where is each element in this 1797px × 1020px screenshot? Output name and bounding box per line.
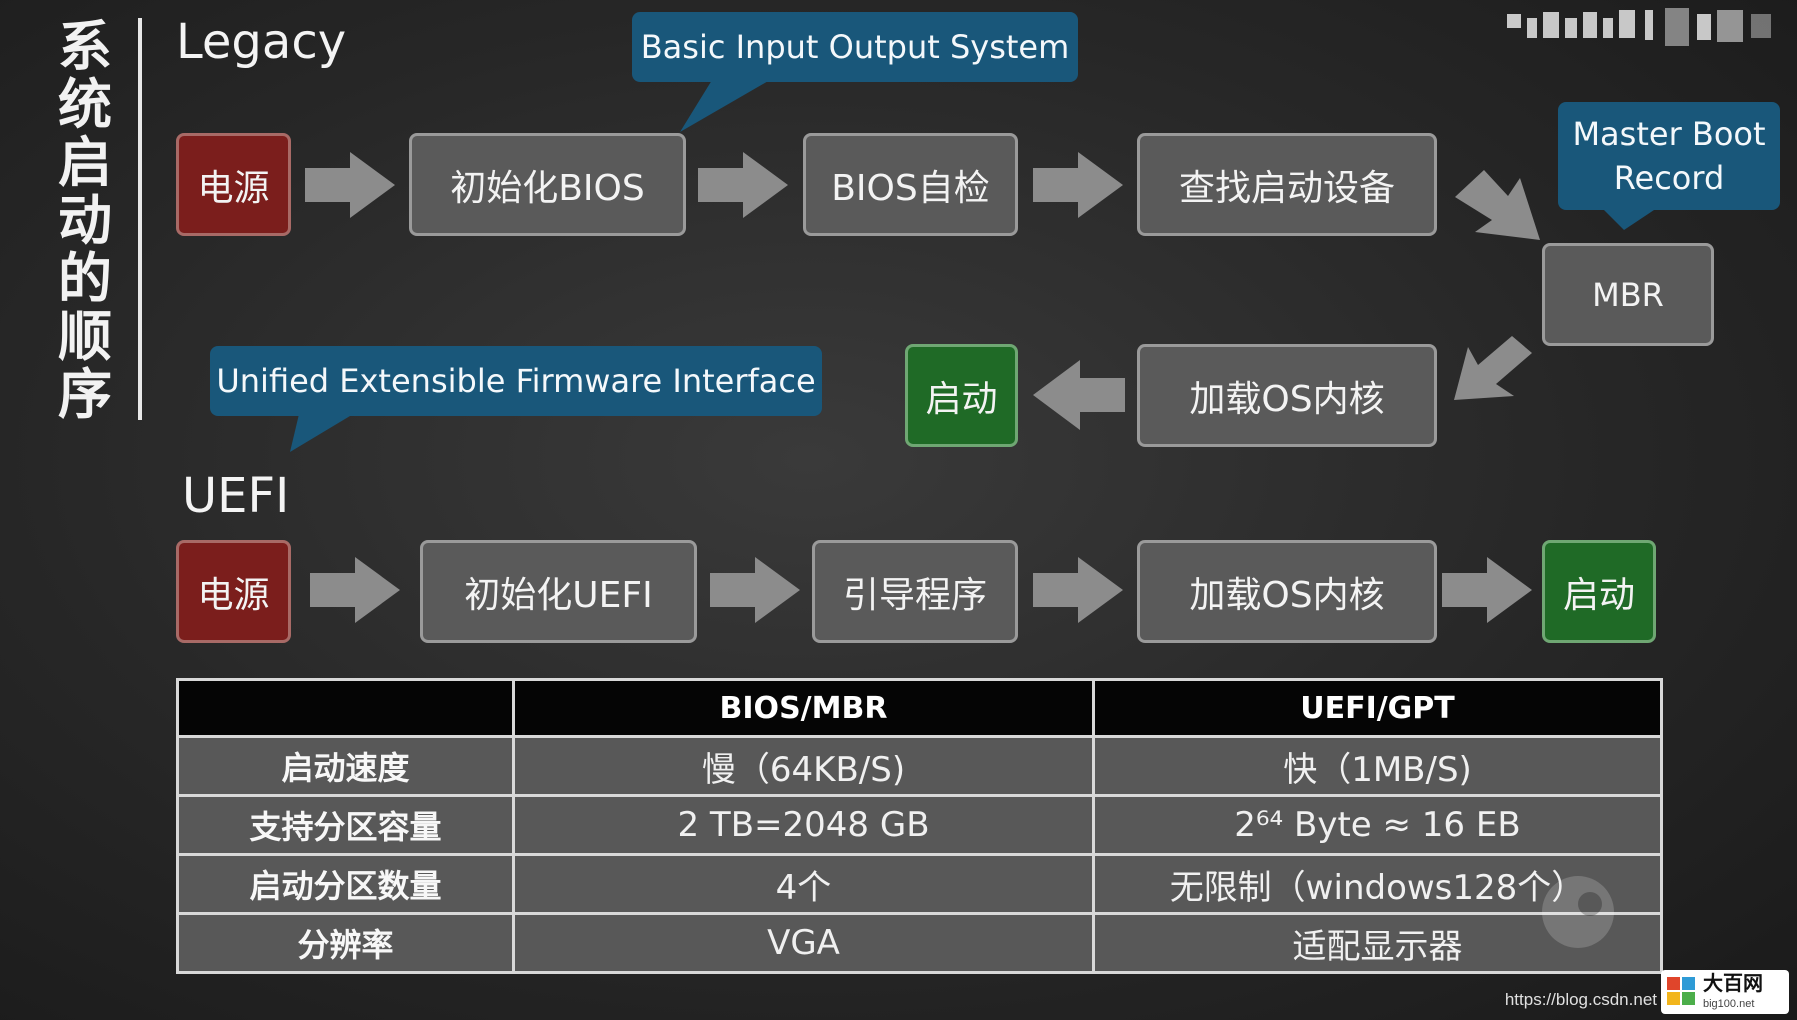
bootloader-box: 引导程序 [812, 540, 1018, 643]
uefi-boot-box: 启动 [1542, 540, 1656, 643]
table-row-label: 启动速度 [176, 735, 515, 797]
table-cell: 4个 [512, 853, 1095, 915]
site-logo: 大百网 big100.net [1661, 970, 1789, 1014]
logo-domain: big100.net [1703, 998, 1755, 1010]
legacy-label: Legacy [176, 14, 347, 70]
uefi-load-kernel-box: 加载OS内核 [1137, 540, 1437, 643]
arrow-find-boot-to-mbr [1455, 170, 1540, 240]
title-divider [138, 18, 142, 420]
legacy-power-box: 电源 [176, 133, 291, 236]
table-cell: 适配显示器 [1092, 912, 1663, 974]
uefi-label: UEFI [182, 468, 290, 524]
table-cell: VGA [512, 912, 1095, 974]
table-cell: 慢（64KB/S) [512, 735, 1095, 797]
arrow-load-kernel-to-boot [1033, 360, 1125, 430]
table-row: 启动速度 慢（64KB/S) 快（1MB/S) [176, 735, 1663, 797]
table-row: 支持分区容量 2 TB=2048 GB 2⁶⁴ Byte ≈ 16 EB [176, 794, 1663, 856]
bios-callout: Basic Input Output System [632, 12, 1078, 82]
uefi-callout: Unified Extensible Firmware Interface [210, 346, 822, 416]
source-url: https://blog.csdn.net [1504, 990, 1657, 1009]
page-title: 系统启动的顺序 [58, 15, 112, 426]
table-row: 分辨率 VGA 适配显示器 [176, 912, 1663, 974]
find-boot-device-box: 查找启动设备 [1137, 133, 1437, 236]
arrow-uefi-kernel-to-boot [1442, 557, 1532, 623]
table-row: 启动分区数量 4个 无限制（windows128个） [176, 853, 1663, 915]
table-row-label: 启动分区数量 [176, 853, 515, 915]
uefi-callout-tail [290, 410, 360, 452]
arrow-mbr-to-load-kernel [1454, 336, 1532, 400]
mbr-callout: Master Boot Record [1558, 102, 1780, 210]
arrow-bios-check-to-find-boot [1033, 152, 1123, 218]
table-row-label: 支持分区容量 [176, 794, 515, 856]
init-uefi-box: 初始化UEFI [420, 540, 697, 643]
table-row-label: 分辨率 [176, 912, 515, 974]
mbr-callout-tail [1600, 206, 1660, 230]
bios-callout-tail [680, 80, 770, 132]
logo-title: 大百网 [1703, 971, 1763, 995]
circle-watermark-icon [1542, 876, 1614, 948]
table-header-row: BIOS/MBR UEFI/GPT [176, 678, 1663, 738]
table-header-cell [176, 678, 515, 738]
init-bios-box: 初始化BIOS [409, 133, 686, 236]
table-cell: 2⁶⁴ Byte ≈ 16 EB [1092, 794, 1663, 856]
legacy-load-kernel-box: 加载OS内核 [1137, 344, 1437, 447]
arrow-power-to-init-bios [305, 152, 395, 218]
table-header-cell: UEFI/GPT [1092, 678, 1663, 738]
bios-self-check-box: BIOS自检 [803, 133, 1018, 236]
arrow-uefi-init-to-bootloader [710, 557, 800, 623]
table-header-cell: BIOS/MBR [512, 678, 1095, 738]
logo-mark-icon [1667, 977, 1697, 1007]
pixelated-watermark [1507, 8, 1771, 46]
legacy-boot-box: 启动 [905, 344, 1018, 447]
arrow-init-bios-to-bios-check [698, 152, 788, 218]
mbr-box: MBR [1542, 243, 1714, 346]
table-cell: 快（1MB/S) [1092, 735, 1663, 797]
uefi-power-box: 电源 [176, 540, 291, 643]
arrow-uefi-power-to-init [310, 557, 400, 623]
arrow-uefi-bootloader-to-kernel [1033, 557, 1123, 623]
comparison-table: BIOS/MBR UEFI/GPT 启动速度 慢（64KB/S) 快（1MB/S… [176, 678, 1663, 974]
table-cell: 无限制（windows128个） [1092, 853, 1663, 915]
table-cell: 2 TB=2048 GB [512, 794, 1095, 856]
